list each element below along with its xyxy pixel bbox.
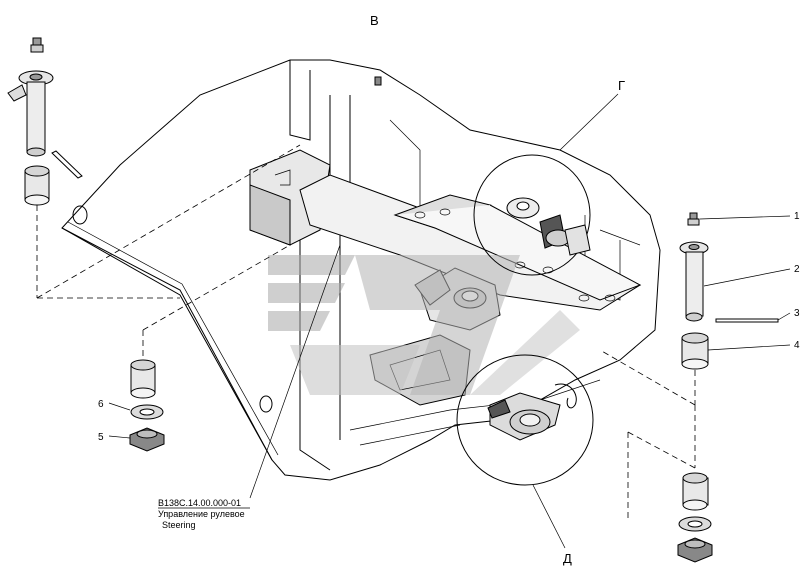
detail-label-d: Д (563, 551, 572, 566)
detail-circle-d: Д (456, 354, 594, 566)
left-lower-stack: 6 5 (98, 330, 165, 452)
assembly-name-en: Steering (162, 520, 196, 530)
callout-6: 6 (98, 399, 104, 410)
right-lower-stack (627, 431, 713, 563)
callout-3: 3 (794, 308, 800, 319)
callout-1: 1 (794, 211, 800, 222)
callout-5: 5 (98, 432, 104, 443)
assembly-code: В138С.14.00.000-01 (158, 498, 241, 508)
callout-4: 4 (794, 340, 800, 351)
left-kingpin-stack (7, 37, 180, 299)
callout-2: 2 (794, 264, 800, 275)
assembly-lines (36, 144, 696, 468)
detail-circle-g: Г (473, 78, 625, 276)
assembly-name-ru: Управление рулевое (158, 509, 245, 519)
watermark-logo (268, 255, 580, 395)
right-kingpin-stack: 1 2 3 4 (679, 211, 800, 405)
view-label: В (370, 13, 379, 28)
assembly-caption: В138С.14.00.000-01 Управление рулевое St… (158, 244, 341, 530)
detail-label-g: Г (618, 78, 625, 93)
